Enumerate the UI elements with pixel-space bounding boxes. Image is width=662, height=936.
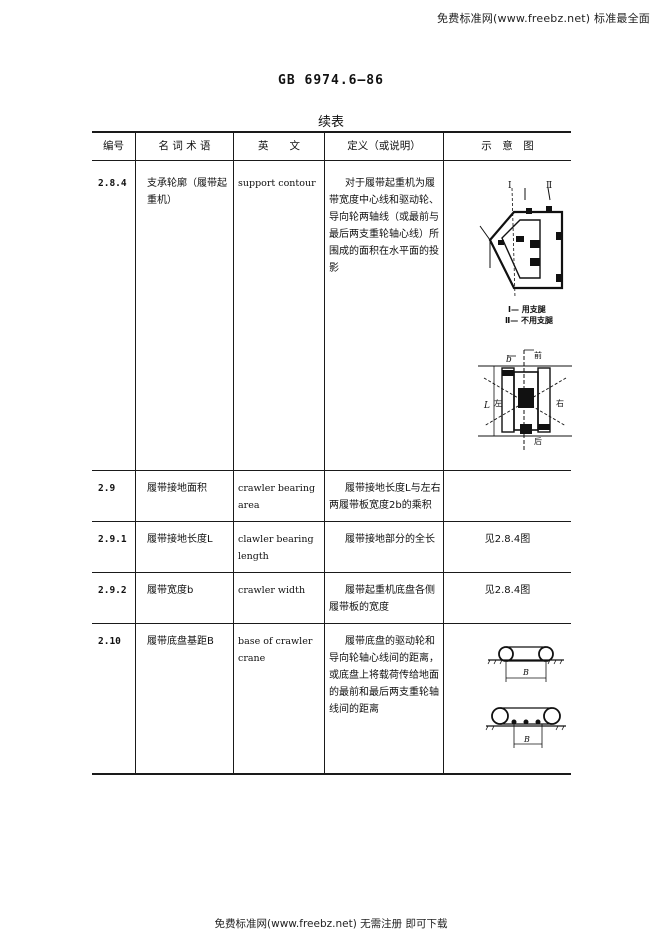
site-footer: 免费标准网(www.freebz.net) 无需注册 即可下载	[214, 918, 448, 930]
row-term: 履带宽度b	[147, 585, 194, 596]
column-header-term: 名 词 术 语	[158, 140, 211, 152]
row-definition: 履带接地部分的全长	[345, 534, 435, 545]
column-header-figure: 示 意 图	[481, 140, 534, 152]
label-B: B	[522, 668, 529, 677]
row-term: 履带接地长度L	[147, 534, 213, 545]
row-code: 2.10	[98, 636, 121, 647]
column-header-definition: 定义（或说明）	[347, 140, 421, 152]
row-rule	[92, 572, 571, 573]
row-rule	[92, 521, 571, 522]
row-term: 支承轮廓（履带起重机）	[147, 178, 227, 206]
row-english: crawler bearing area	[238, 483, 316, 511]
row-english: base of crawler crane	[238, 636, 313, 664]
row-code: 2.9.1	[98, 534, 127, 545]
row-rule	[92, 623, 571, 624]
crawler-plan-diagram: 前 后 左 右 L b	[478, 349, 572, 450]
row-code: 2.9	[98, 483, 116, 494]
label-right: 右	[556, 398, 564, 408]
figure-legend-2: Ⅱ— 不用支腿	[505, 316, 554, 325]
table-title: 续表	[317, 115, 344, 130]
row-english: clawler bearing length	[238, 534, 314, 562]
row-figure-ref: 见2.8.4图	[484, 585, 531, 596]
row-definition: 履带接地长度L与左右两履带板宽度2b的乘积	[329, 483, 441, 511]
site-banner: 免费标准网(www.freebz.net) 标准最全面	[437, 12, 650, 25]
row-term: 履带底盘基距B	[147, 636, 214, 647]
row-code: 2.9.2	[98, 585, 127, 596]
row-figure-ref: 见2.8.4图	[484, 534, 531, 545]
row-definition: 履带底盘的驱动轮和导向轮轴心线间的距离，或底盘上将载荷传给地面的最前和最后两支重…	[329, 636, 439, 715]
support-contour-diagram: Ⅰ Ⅱ	[479, 181, 564, 299]
row-term: 履带接地面积	[147, 483, 207, 494]
label-I: Ⅰ	[508, 181, 512, 191]
column-divider	[324, 131, 325, 774]
column-divider	[233, 131, 234, 774]
row-english: crawler width	[238, 585, 306, 596]
column-header-english: 英 文	[258, 140, 300, 152]
row-rule	[92, 470, 571, 471]
column-divider	[135, 131, 136, 774]
label-rear: 后	[534, 436, 542, 446]
column-header-code: 编号	[103, 140, 124, 152]
row-definition: 履带起重机底盘各侧履带板的宽度	[329, 585, 435, 613]
label-b: b	[506, 355, 512, 365]
label-front: 前	[534, 350, 542, 360]
standard-code: GB 6974.6—86	[278, 73, 384, 88]
figure-legend-1: Ⅰ— 用支腿	[508, 305, 546, 314]
crawler-base-diagram-1: B	[487, 646, 564, 682]
row-english: support contour	[238, 178, 316, 189]
header-bottom-rule	[92, 160, 571, 161]
label-L: L	[483, 401, 490, 411]
row-code: 2.8.4	[98, 178, 127, 189]
table-bottom-rule	[92, 773, 571, 775]
row-definition: 对于履带起重机为履带宽度中心线和驱动轮、导向轮两轴线（或最前与最后两支重轮轴心线…	[329, 178, 439, 274]
table-top-rule	[92, 131, 571, 133]
column-divider	[443, 131, 444, 774]
label-II: Ⅱ	[546, 181, 552, 191]
label-B: B	[523, 735, 530, 744]
crawler-base-diagram-2: B	[485, 707, 566, 748]
label-left: 左	[494, 398, 502, 408]
